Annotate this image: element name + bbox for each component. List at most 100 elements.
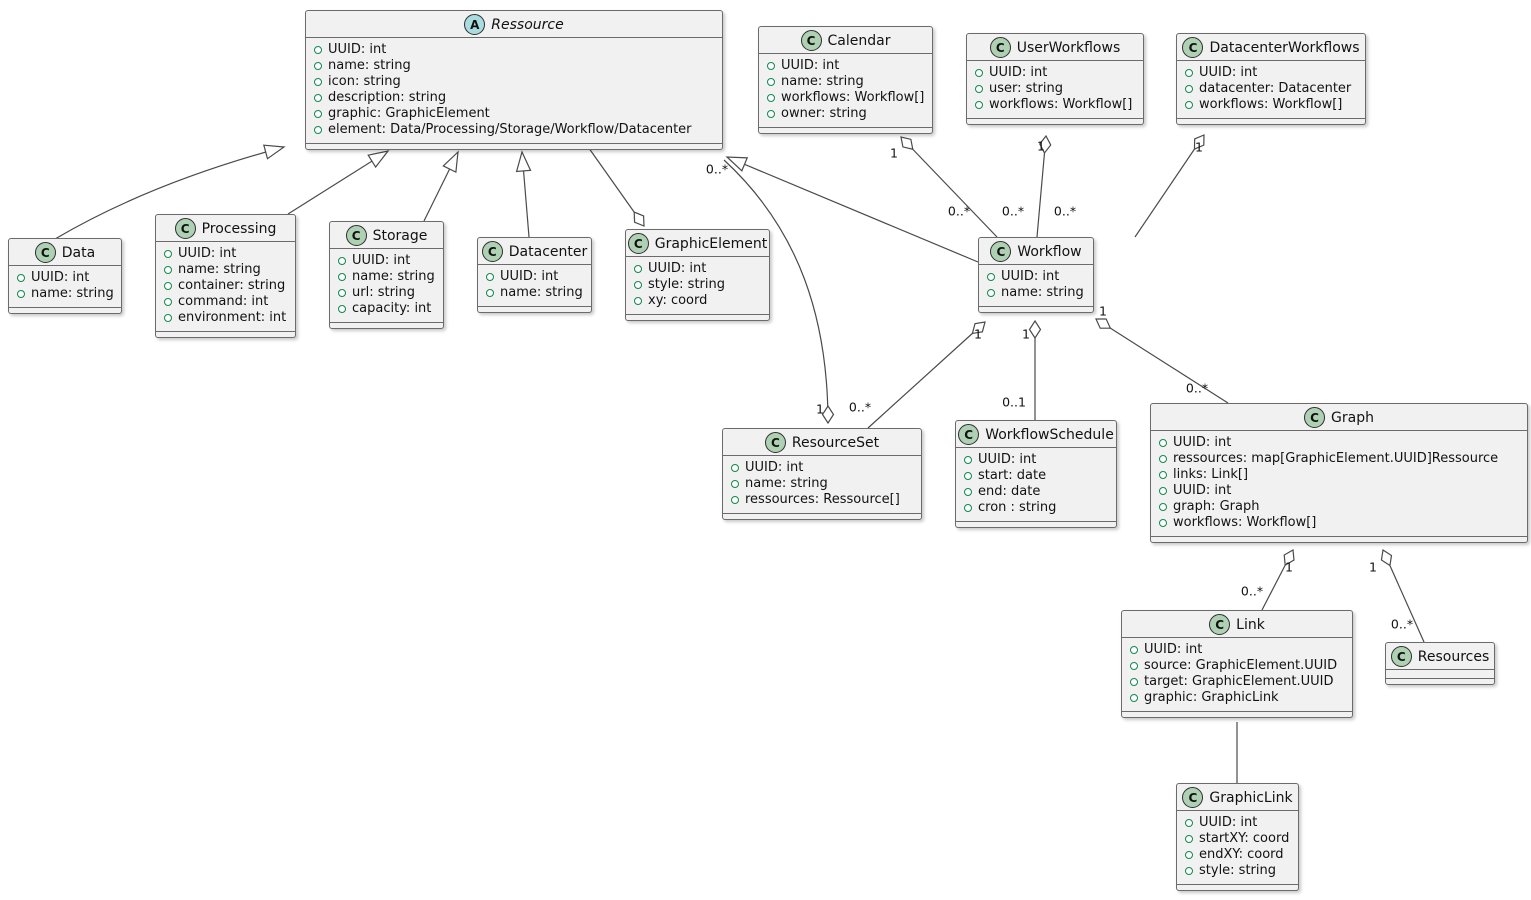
field-visibility-icon: [314, 110, 322, 118]
multiplicity-label: 0..*: [705, 161, 729, 177]
attribute-text: workflows: Workflow[]: [1199, 97, 1343, 112]
class-icon: C: [800, 30, 822, 51]
attribute-text: UUID: int: [1144, 642, 1203, 657]
class-header: C Data: [9, 239, 121, 266]
class-title: Storage: [372, 227, 428, 244]
class-graphiclink: C GraphicLink UUID: int startXY: coord e…: [1176, 783, 1299, 891]
attribute-row: url: string: [338, 285, 435, 301]
multiplicity-label: 1: [974, 326, 982, 342]
field-visibility-icon: [634, 265, 642, 273]
multiplicity-label: 1: [1099, 303, 1107, 319]
class-header: C Datacenter: [478, 238, 591, 265]
class-title: Data: [61, 244, 96, 261]
attribute-text: graph: Graph: [1173, 499, 1260, 514]
attribute-row: UUID: int: [634, 261, 761, 277]
attribute-text: graphic: GraphicElement: [328, 106, 490, 121]
attribute-text: name: string: [31, 286, 114, 301]
class-userworkflows: C UserWorkflows UUID: int user: string w…: [966, 33, 1144, 125]
field-visibility-icon: [987, 289, 995, 297]
attribute-row: graphic: GraphicLink: [1130, 690, 1344, 706]
class-methods-empty: [1386, 678, 1494, 684]
field-visibility-icon: [1159, 519, 1167, 527]
class-attributes: UUID: int style: string xy: coord: [626, 257, 769, 314]
attribute-text: target: GraphicElement.UUID: [1144, 674, 1334, 689]
field-visibility-icon: [314, 78, 322, 86]
class-attributes: UUID: int user: string workflows: Workfl…: [967, 61, 1143, 118]
attribute-text: style: string: [648, 277, 726, 292]
multiplicity-label: 1: [1285, 559, 1293, 575]
multiplicity-label: 0..*: [1185, 380, 1209, 396]
attribute-text: UUID: int: [328, 42, 387, 57]
class-header: C Storage: [330, 222, 443, 249]
attribute-row: name: string: [17, 286, 114, 302]
attribute-text: datacenter: Datacenter: [1199, 81, 1352, 96]
class-icon: C: [989, 37, 1011, 58]
attribute-text: UUID: int: [1173, 435, 1232, 450]
class-methods-empty: [979, 306, 1093, 312]
field-visibility-icon: [767, 94, 775, 102]
class-datacenter: C Datacenter UUID: int name: string: [477, 237, 592, 313]
attribute-row: capacity: int: [338, 301, 435, 317]
edge-workflow-graph-aggregation: [1096, 319, 1229, 404]
edge-graph-resources-aggregation: [1383, 550, 1425, 643]
attribute-text: UUID: int: [989, 65, 1048, 80]
class-methods-empty: [1177, 884, 1298, 890]
attribute-row: UUID: int: [767, 58, 924, 74]
attribute-text: url: string: [352, 285, 416, 300]
attribute-text: start: date: [978, 468, 1047, 483]
attribute-text: startXY: coord: [1199, 831, 1290, 846]
edge-workflow-extends-ressource: [725, 156, 979, 263]
attribute-row: end: date: [964, 484, 1108, 500]
class-icon: C: [1304, 407, 1326, 428]
attribute-text: UUID: int: [781, 58, 840, 73]
class-icon: C: [764, 432, 786, 453]
class-title: GraphicElement: [654, 235, 768, 252]
attribute-row: graph: Graph: [1159, 499, 1519, 515]
multiplicity-label: 0..*: [947, 203, 971, 219]
class-methods-empty: [1122, 711, 1352, 717]
class-resources: C Resources: [1385, 642, 1495, 685]
class-title: Ressource: [491, 16, 564, 33]
attribute-row: UUID: int: [1185, 65, 1357, 81]
class-header: C Calendar: [759, 27, 932, 54]
attribute-text: name: string: [781, 74, 864, 89]
attribute-row: endXY: coord: [1185, 847, 1290, 863]
class-header: C Link: [1122, 611, 1352, 638]
class-workflow: C Workflow UUID: int name: string: [978, 237, 1094, 313]
multiplicity-label: 1: [1037, 138, 1045, 154]
field-visibility-icon: [975, 101, 983, 109]
attribute-row: style: string: [1185, 863, 1290, 879]
attribute-row: name: string: [486, 285, 583, 301]
attribute-text: UUID: int: [178, 246, 237, 261]
field-visibility-icon: [1130, 662, 1138, 670]
attribute-text: UUID: int: [745, 460, 804, 475]
class-methods-empty: [723, 513, 921, 519]
field-visibility-icon: [314, 94, 322, 102]
class-methods-empty: [330, 322, 443, 328]
attribute-row: name: string: [987, 285, 1085, 301]
field-visibility-icon: [767, 62, 775, 70]
attribute-row: container: string: [164, 278, 287, 294]
class-icon: C: [481, 241, 503, 262]
class-attributes: UUID: int name: string workflows: Workfl…: [759, 54, 932, 127]
attribute-row: UUID: int: [1159, 435, 1519, 451]
class-attributes: UUID: int name: string: [478, 265, 591, 306]
field-visibility-icon: [1130, 678, 1138, 686]
class-attributes: UUID: int name: string url: string capac…: [330, 249, 443, 322]
edge-workflow-resourceset-aggregation: [867, 322, 985, 429]
field-visibility-icon: [314, 126, 322, 134]
field-visibility-icon: [486, 273, 494, 281]
field-visibility-icon: [964, 488, 972, 496]
class-title: DatacenterWorkflows: [1209, 39, 1360, 56]
class-attributes: UUID: int start: date end: date cron : s…: [956, 448, 1116, 521]
attribute-row: workflows: Workflow[]: [975, 97, 1135, 113]
class-attributes: UUID: int name: string: [9, 266, 121, 307]
attribute-row: owner: string: [767, 106, 924, 122]
class-methods-empty: [1151, 536, 1527, 542]
field-visibility-icon: [17, 274, 25, 282]
attribute-row: cron : string: [964, 500, 1108, 516]
attribute-text: workflows: Workflow[]: [1173, 515, 1317, 530]
class-title: ResourceSet: [791, 434, 880, 451]
field-visibility-icon: [1130, 694, 1138, 702]
edge-datacenterworkflows-workflow-aggregation: [1134, 135, 1204, 238]
